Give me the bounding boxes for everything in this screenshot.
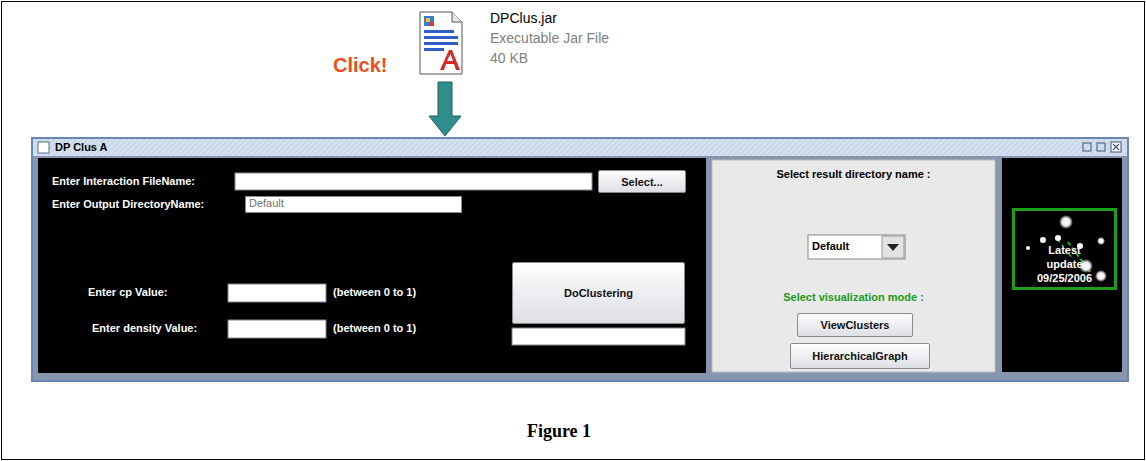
logo-panel-part: [1059, 215, 1073, 229]
input-panel-part: [235, 173, 592, 190]
jar-file-icon-part: [430, 22, 434, 26]
logo-panel-part: [1002, 158, 1122, 372]
jar-file-icon-part: [424, 42, 458, 45]
node-text: (between 0 to 1): [333, 286, 416, 298]
result-panel: Select result directory name : Select vis…: [712, 160, 995, 372]
app-window-part: [1111, 142, 1121, 152]
app-window-part: [1083, 143, 1091, 151]
node-text: Latest update 09/25/2006: [1015, 243, 1114, 285]
result-panel-part: [882, 236, 904, 258]
jar-file-icon-part: [424, 48, 444, 51]
node-text: Default: [249, 197, 284, 209]
node-text: 40 KB: [490, 50, 528, 66]
app-window-part: [1113, 144, 1119, 150]
result-panel-part: [712, 160, 995, 372]
clustering-button: DoClustering: [512, 262, 685, 324]
node-text: Enter Output DirectoryName:: [52, 198, 204, 210]
node-text: DP Clus A: [55, 141, 108, 153]
logo-panel-part: [1040, 237, 1046, 243]
application-window: DP Clus AEnter Interaction FileName:Ente…: [32, 138, 1128, 381]
select-button: Select...: [598, 170, 686, 193]
update-box: Latest update 09/25/2006: [1012, 208, 1117, 290]
node-text: ViewClusters: [821, 319, 890, 331]
logo-panel-part: [1026, 246, 1030, 250]
jar-file-icon-part: [424, 36, 458, 39]
result-panel-part: [887, 244, 899, 251]
node-text: Enter cp Value:: [88, 286, 167, 298]
logo-panel-part: [1097, 237, 1105, 245]
node-text: Select...: [621, 176, 663, 188]
input-panel-part: [512, 328, 685, 345]
logo-panel-part: [1055, 235, 1061, 241]
graph-button: HierarchicalGraph: [790, 343, 930, 369]
input-panel: Enter Interaction FileName: Enter Output …: [38, 158, 706, 373]
node-text: DoClustering: [564, 287, 633, 299]
jar-file-icon-part: [426, 18, 430, 22]
input-panel-part: [228, 320, 326, 338]
jar-file-icon-part: [440, 50, 460, 70]
input-panel: [38, 158, 706, 373]
node-text: HierarchicalGraph: [812, 350, 907, 362]
jar-file-icon-part: [452, 12, 462, 22]
node-text: Select visualization mode :: [712, 291, 995, 303]
node-text: Enter density Value:: [92, 322, 197, 334]
directory-dropdown: Default: [808, 235, 882, 259]
jar-file-icon-part: [424, 30, 454, 33]
logo-panel: [1002, 158, 1122, 372]
figure-caption: Figure 1: [0, 421, 1132, 442]
app-window-part: [32, 138, 1128, 381]
input-panel-part: [38, 158, 706, 373]
jar-file-icon-part: [420, 12, 462, 74]
node-text: Enter Interaction FileName:: [52, 175, 195, 187]
jar-file-icon-part: [424, 16, 434, 26]
text-field: Default: [245, 196, 462, 213]
node-text: Default: [812, 240, 849, 252]
app-window-part: [38, 142, 49, 153]
click-callout: Click!: [333, 54, 387, 77]
node-text: (between 0 to 1): [333, 322, 416, 334]
app-window-part: [33, 139, 1127, 156]
node-text: Executable Jar File: [490, 30, 609, 46]
app-window-part: [1097, 143, 1105, 151]
app-window: [32, 138, 1128, 381]
logo-panel-part: [1095, 270, 1107, 282]
down-arrow: [429, 82, 461, 136]
result-panel: [712, 160, 995, 372]
input-panel-part: [228, 284, 326, 302]
node-text: DPClus.jar: [490, 10, 557, 26]
node-text: Select result directory name :: [712, 168, 995, 180]
jar-file-icon: [420, 12, 462, 74]
view-button: ViewClusters: [797, 313, 913, 337]
result-panel-part: [808, 235, 905, 259]
file-icon-group: DPClus.jarExecutable Jar File 40 KB: [420, 8, 620, 80]
